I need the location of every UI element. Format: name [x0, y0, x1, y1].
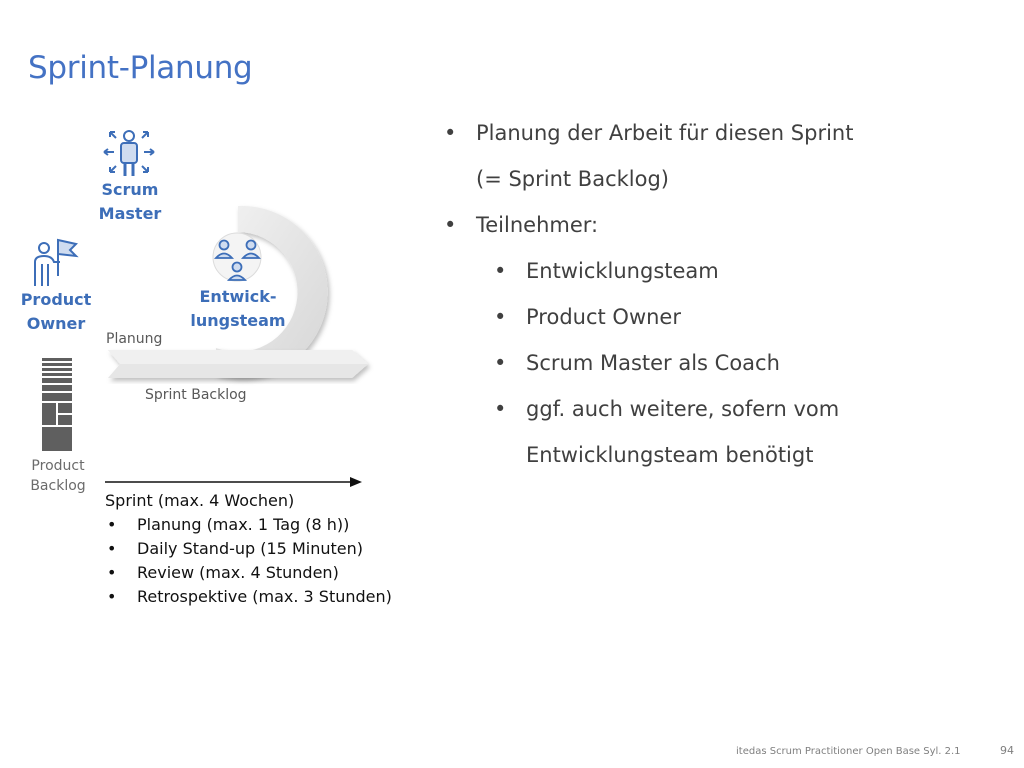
sprint-timeline-arrow	[105, 477, 362, 487]
sub-bullet: ggf. auch weitere, sofern vom Entwicklun…	[494, 386, 1004, 478]
sprint-backlog-label: Sprint Backlog	[145, 387, 247, 403]
scrum-master-label: Scrum Master	[98, 180, 162, 223]
product-backlog-label: Product Backlog	[30, 458, 86, 494]
bullet-planning: Planung der Arbeit für diesen Sprint (= …	[444, 110, 1004, 202]
dev-team-label: Entwick- lungsteam	[190, 287, 286, 330]
sprint-info-list: Sprint (max. 4 Wochen) Planung (max. 1 T…	[105, 489, 425, 609]
sprint-item: Daily Stand-up (15 Minuten)	[105, 537, 425, 561]
sub-bullet: Scrum Master als Coach	[494, 340, 1004, 386]
scrum-master-icon	[103, 130, 155, 176]
sprint-item: Review (max. 4 Stunden)	[105, 561, 425, 585]
sprint-item: Retrospektive (max. 3 Stunden)	[105, 585, 425, 609]
scrum-diagram	[34, 130, 368, 487]
sub-bullet: Product Owner	[494, 294, 1004, 340]
page-number: 94	[1000, 744, 1014, 757]
content-list: Planung der Arbeit für diesen Sprint (= …	[444, 110, 1004, 478]
sprint-backlog-arrow	[108, 350, 368, 378]
sub-bullet: Entwicklungsteam	[494, 248, 1004, 294]
team-icon	[212, 232, 262, 282]
sprint-item: Planung (max. 1 Tag (8 h))	[105, 513, 425, 537]
sprint-loop	[216, 205, 328, 378]
planung-label: Planung	[106, 331, 163, 347]
page-title: Sprint-Planung	[28, 50, 253, 86]
product-owner-label: Product Owner	[20, 290, 92, 333]
footer-text: itedas Scrum Practitioner Open Base Syl.…	[736, 746, 961, 757]
sprint-heading: Sprint (max. 4 Wochen)	[105, 491, 295, 510]
bullet-participants: Teilnehmer:	[444, 202, 1004, 248]
product-backlog-icon	[42, 358, 72, 451]
product-owner-icon	[34, 238, 79, 286]
